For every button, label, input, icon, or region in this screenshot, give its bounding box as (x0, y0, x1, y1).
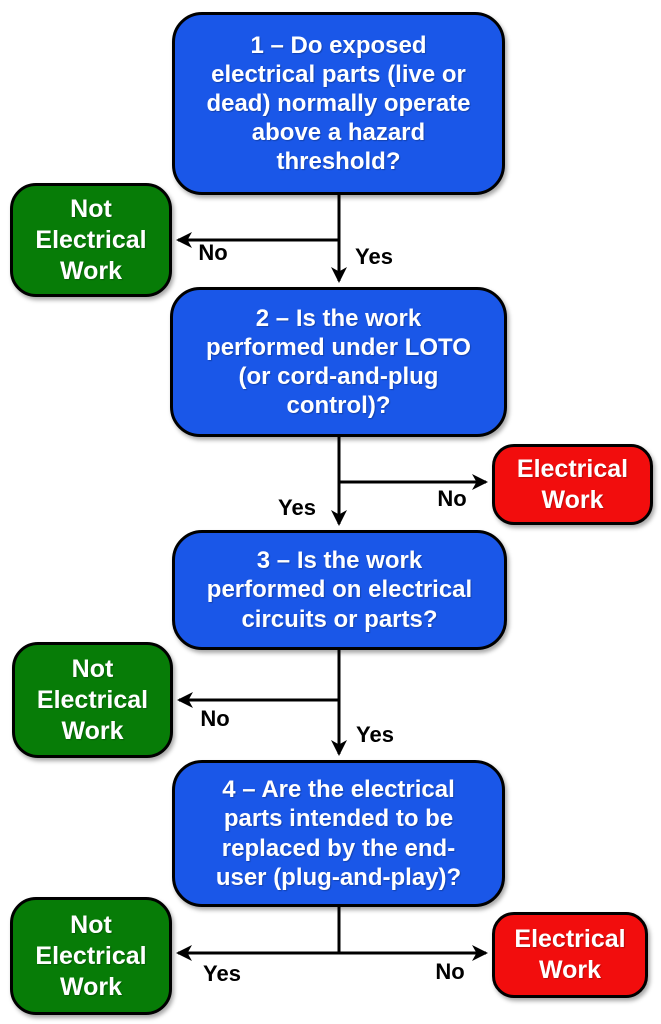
edge-label-q4-yes: Yes (203, 961, 241, 986)
outcome-not-electrical-work-3-label: Not Electrical Work (35, 910, 147, 1001)
outcome-not-electrical-work-1: Not Electrical Work (10, 183, 172, 297)
edge-label-q4-no: No (435, 959, 465, 984)
decision-node-3-label: 3 – Is the work performed on electrical … (206, 547, 473, 633)
edge-label-q3-no: No (200, 706, 230, 731)
outcome-electrical-work-1: Electrical Work (492, 444, 653, 525)
decision-node-2-label: 2 – Is the work performed under LOTO (or… (206, 304, 471, 420)
edge-label-q1-yes: Yes (355, 244, 393, 269)
edge-label-q2-no: No (437, 486, 467, 511)
edge-label-q2-yes: Yes (278, 495, 316, 520)
outcome-electrical-work-2: Electrical Work (492, 912, 648, 998)
decision-node-4-label: 4 – Are the electrical parts intended to… (215, 776, 462, 891)
outcome-not-electrical-work-3: Not Electrical Work (10, 897, 172, 1015)
decision-node-4: 4 – Are the electrical parts intended to… (172, 760, 505, 907)
edge-label-q3-yes: Yes (356, 722, 394, 747)
outcome-electrical-work-2-label: Electrical Work (514, 925, 626, 984)
decision-node-1: 1 – Do exposed electrical parts (live or… (172, 12, 505, 195)
outcome-not-electrical-work-2-label: Not Electrical Work (36, 654, 149, 745)
edge-label-q1-no: No (198, 240, 228, 265)
decision-node-2: 2 – Is the work performed under LOTO (or… (170, 287, 507, 437)
outcome-electrical-work-1-label: Electrical Work (516, 454, 629, 514)
decision-node-1-label: 1 – Do exposed electrical parts (live or… (206, 31, 471, 176)
outcome-not-electrical-work-1-label: Not Electrical Work (35, 194, 147, 285)
decision-node-3: 3 – Is the work performed on electrical … (172, 530, 507, 650)
outcome-not-electrical-work-2: Not Electrical Work (12, 642, 173, 758)
